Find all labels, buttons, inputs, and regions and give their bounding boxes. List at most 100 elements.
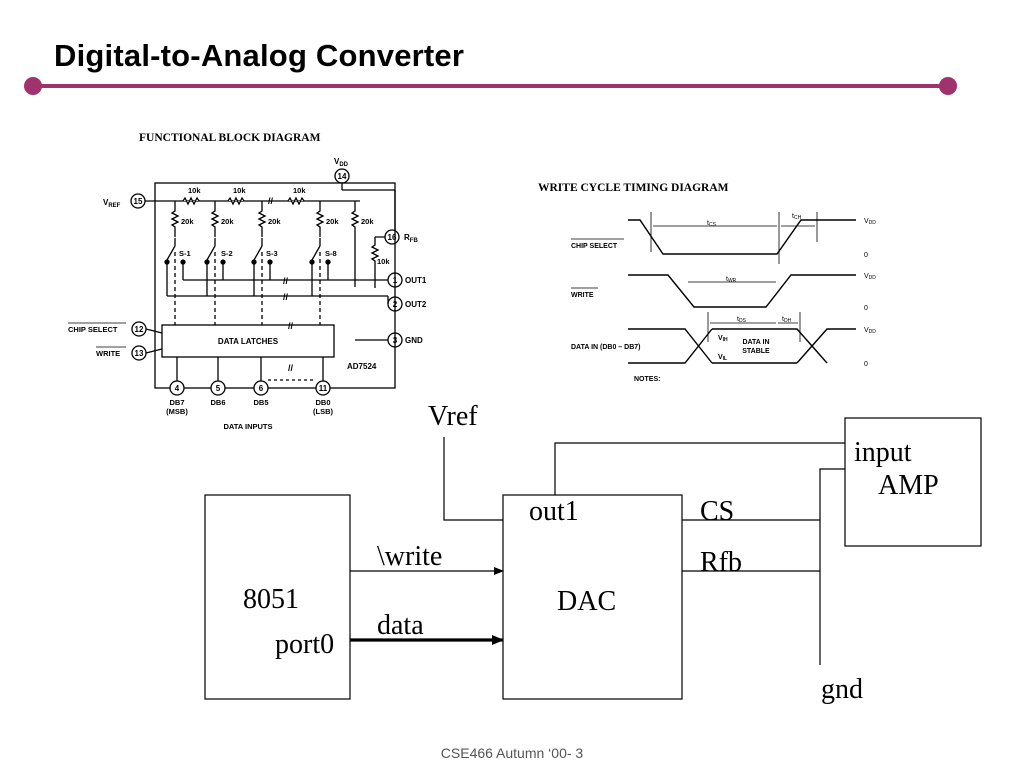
out2-pin (387, 296, 403, 312)
db5-pin-number: 6 (259, 384, 264, 393)
rfb-resistor-label: 10k (377, 257, 390, 266)
series-resistor-label-3: 10k (293, 186, 306, 195)
rfb-label: RFB (404, 233, 418, 244)
t-dh-label: tDH (782, 316, 792, 324)
db7-pin-number: 4 (175, 384, 180, 393)
timing-notes: NOTES: (634, 376, 660, 383)
cs-zero-label: 0 (864, 252, 868, 259)
shunt-resistor-label-2: 20k (221, 217, 234, 226)
db6-pin (210, 380, 226, 396)
chip-select-pin (131, 321, 147, 337)
chip-select-waveform (628, 219, 856, 255)
write-pin-number: 13 (135, 349, 144, 358)
amp-box (844, 417, 982, 547)
db0-pin-number: 11 (319, 384, 328, 393)
t-ch-label: tCH (792, 213, 802, 221)
amp-label-input: input (854, 437, 912, 468)
t-cs-label: tCS (707, 220, 717, 228)
title-rule-left-dot (24, 77, 42, 95)
slide-title: Digital-to-Analog Converter (54, 38, 465, 73)
title-rule (24, 77, 957, 95)
db0-label: DB0 (315, 398, 330, 407)
db6-label: DB6 (210, 398, 225, 407)
switch-label-1: S-1 (179, 249, 191, 258)
data-in-waveform-top (628, 328, 856, 364)
slide-footer: CSE466 Autumn ‘00- 3 (440, 745, 584, 761)
rfb-resistor (370, 236, 385, 288)
switch-label-4: S-8 (325, 249, 337, 258)
port0-label: port0 (275, 629, 334, 660)
gnd-pin-number: 3 (393, 336, 398, 345)
part-number: AD7524 (347, 362, 377, 371)
write-signal-label: \write (377, 541, 442, 572)
write-waveform (628, 274, 856, 308)
gnd-label: gnd (821, 674, 863, 705)
gnd-wire (819, 468, 845, 665)
data-stable-label-2: STABLE (742, 348, 770, 355)
chip-outline (154, 182, 396, 389)
t-ds-label: tDS (737, 316, 747, 324)
series-resistor-1 (182, 196, 200, 206)
vdd-label: VDD (334, 157, 349, 168)
db7-pin (169, 380, 185, 396)
switch-label-2: S-2 (221, 249, 233, 258)
rfb-pin (384, 229, 400, 245)
vdd-pin-number: 14 (338, 172, 347, 181)
data-latches-label: DATA LATCHES (218, 337, 279, 346)
out1-label: OUT1 (405, 276, 427, 285)
vil-label: VIL (718, 354, 727, 362)
chip-select-wire (145, 328, 163, 334)
vref-pin-number: 15 (134, 197, 143, 206)
cs-vdd-label: VDD (864, 218, 876, 226)
vref-label: Vref (428, 401, 478, 432)
data-in-waveform-bottom (628, 328, 797, 364)
data-input-wires (176, 357, 324, 381)
out1-to-amp-wire (554, 442, 845, 495)
t-wr-label: tWR (726, 276, 737, 284)
switch-control-lines (174, 252, 321, 325)
write-pin (131, 345, 147, 361)
vih-label: VIH (718, 335, 728, 343)
shunt-resistor-label-3: 20k (268, 217, 281, 226)
switches (164, 238, 331, 280)
series-resistor-label-2: 10k (233, 186, 246, 195)
block-diagram-heading: FUNCTIONAL BLOCK DIAGRAM (139, 132, 321, 144)
series-resistor-label-1: 10k (188, 186, 201, 195)
data-inputs-label: DATA INPUTS (223, 422, 272, 431)
out2-label: OUT2 (405, 300, 427, 309)
db7-label: DB7 (169, 398, 184, 407)
gnd-pin (387, 332, 403, 348)
out1-label: out1 (529, 496, 579, 527)
switch-label-3: S-3 (266, 249, 278, 258)
rfb-label: Rfb (700, 547, 742, 578)
timing-signal-data-in: DATA IN (DB0 – DB7) (571, 344, 640, 351)
break-mark-latch: // (288, 321, 294, 331)
out2-pin-number: 2 (393, 300, 398, 309)
break-mark-latch-bottom: // (288, 363, 294, 373)
dac-label: DAC (557, 586, 616, 617)
shunt-resistor-label-5: 20k (361, 217, 374, 226)
break-mark-top: // (268, 196, 274, 206)
db5-label: DB5 (253, 398, 268, 407)
wr-vdd-label: VDD (864, 273, 876, 281)
chip-select-label: CHIP SELECT (68, 325, 118, 334)
write-wire (145, 348, 163, 354)
data-latches-box (161, 324, 335, 358)
chip-select-pin-number: 12 (135, 325, 144, 334)
din-vdd-label: VDD (864, 327, 876, 335)
mcu-8051-box (204, 494, 351, 700)
data-signal-label: data (377, 610, 424, 641)
vref-wire (443, 437, 503, 521)
break-mark-out: // (283, 276, 289, 286)
shunt-resistor-label-4: 20k (326, 217, 339, 226)
db5-pin (253, 380, 269, 396)
timing-signal-write: WRITE (571, 292, 594, 299)
db7-note: (MSB) (166, 407, 188, 416)
vref-label: VREF (103, 198, 121, 209)
timing-heading: WRITE CYCLE TIMING DIAGRAM (538, 182, 729, 194)
shunt-resistor-label-1: 20k (181, 217, 194, 226)
db0-note: (LSB) (313, 407, 333, 416)
db6-pin-number: 5 (216, 384, 221, 393)
timing-signal-chip-select: CHIP SELECT (571, 243, 618, 250)
